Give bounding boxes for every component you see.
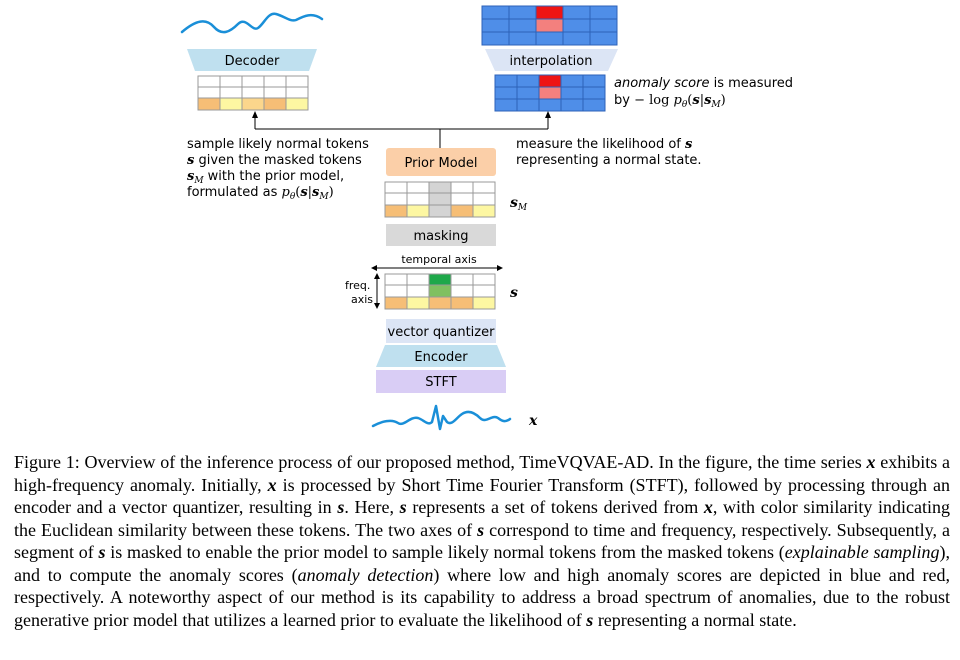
vector-quantizer-block — [386, 319, 496, 343]
caption-text: , with color similarity indicating the E… — [14, 497, 950, 540]
encoder-block — [376, 345, 506, 367]
freq-axis-arrowhead-bottom — [374, 303, 380, 309]
token-grid — [384, 273, 496, 310]
temporal-axis-label: temporal axis — [401, 253, 477, 266]
caption-text: ) where low and high anomaly scores are … — [14, 564, 951, 630]
stft-label: STFT — [425, 375, 456, 390]
left-note-line1: sample likely normal tokens — [187, 137, 369, 152]
masked-token-grid — [384, 181, 496, 218]
decoder-label: Decoder — [225, 54, 280, 69]
caption-var: s — [477, 519, 485, 540]
decoded-wave — [180, 12, 324, 34]
x-symbol: x — [528, 413, 538, 429]
caption-text: exhibits a high-frequency anomaly. Initi… — [14, 452, 951, 495]
temporal-axis-arrowhead-left — [371, 265, 377, 271]
interpolation-label: interpolation — [510, 54, 593, 69]
decoder-block — [187, 49, 317, 71]
caption-var: s — [337, 497, 345, 517]
caption-text: correspond to time and frequency, respec… — [14, 519, 950, 563]
caption-var: x — [267, 474, 277, 495]
s-symbol: s — [510, 285, 518, 301]
caption-text: ), and to compute the anomaly scores ( — [14, 542, 951, 585]
prior-model-block — [386, 148, 496, 176]
caption-text: is masked to enable the prior model to s… — [105, 542, 785, 562]
connector-arrows — [254, 116, 549, 148]
vector-quantizer-label: vector quantizer — [388, 325, 496, 340]
temporal-axis-arrowhead-right — [497, 265, 503, 271]
caption-intro: Figure 1: Overview of the inference proc… — [14, 452, 862, 472]
caption-var: x — [703, 497, 713, 517]
masking-label: masking — [413, 229, 468, 244]
masking-block — [386, 224, 496, 246]
freq-axis-arrowhead-top — [374, 273, 380, 279]
caption-var: s — [586, 609, 594, 630]
arrow-head-right — [545, 111, 551, 118]
caption-italic: explainable sampling — [784, 542, 940, 562]
caption-var: x — [866, 452, 876, 472]
anomaly-score-map-bottom — [494, 74, 606, 112]
freq-axis-label: freq. — [345, 279, 370, 292]
encoder-label: Encoder — [414, 350, 468, 365]
caption-text: represents a set of tokens derived from — [406, 497, 704, 517]
right-note-line2: representing a normal state. — [516, 153, 702, 168]
anomaly-note-line1: anomaly score is measured — [614, 76, 793, 91]
figure-diagram: Decoder interpolation — [180, 5, 793, 431]
caption-text: is processed by Short Time Fourier Trans… — [14, 474, 950, 518]
left-note-line4: formulated as pθ(s|sM) — [187, 185, 334, 202]
left-note-line2: s given the masked tokens — [187, 153, 362, 168]
anomaly-note-line2: by − log pθ(s|sM) — [614, 93, 726, 110]
decoder-token-grid — [197, 75, 309, 111]
stft-block — [376, 370, 506, 393]
interpolation-block — [485, 49, 618, 71]
sm-symbol: sM — [510, 195, 528, 213]
arrow-head-left — [252, 111, 258, 118]
right-note-line1: measure the likelihood of s — [516, 137, 693, 152]
caption-var: s — [399, 497, 407, 517]
caption-var: s — [98, 542, 106, 562]
freq-axis-label-2: axis — [351, 293, 373, 306]
caption-italic: anomaly detection — [297, 564, 434, 585]
figure-caption: Figure 1: Overview of the inference proc… — [14, 451, 950, 631]
left-note-line3: sM with the prior model, — [187, 169, 344, 186]
input-wave — [371, 404, 512, 431]
caption-text: . Here, — [344, 497, 400, 517]
caption-text: representing a normal state. — [593, 609, 797, 630]
prior-model-label: Prior Model — [404, 156, 477, 171]
anomaly-score-map-top — [481, 5, 618, 46]
